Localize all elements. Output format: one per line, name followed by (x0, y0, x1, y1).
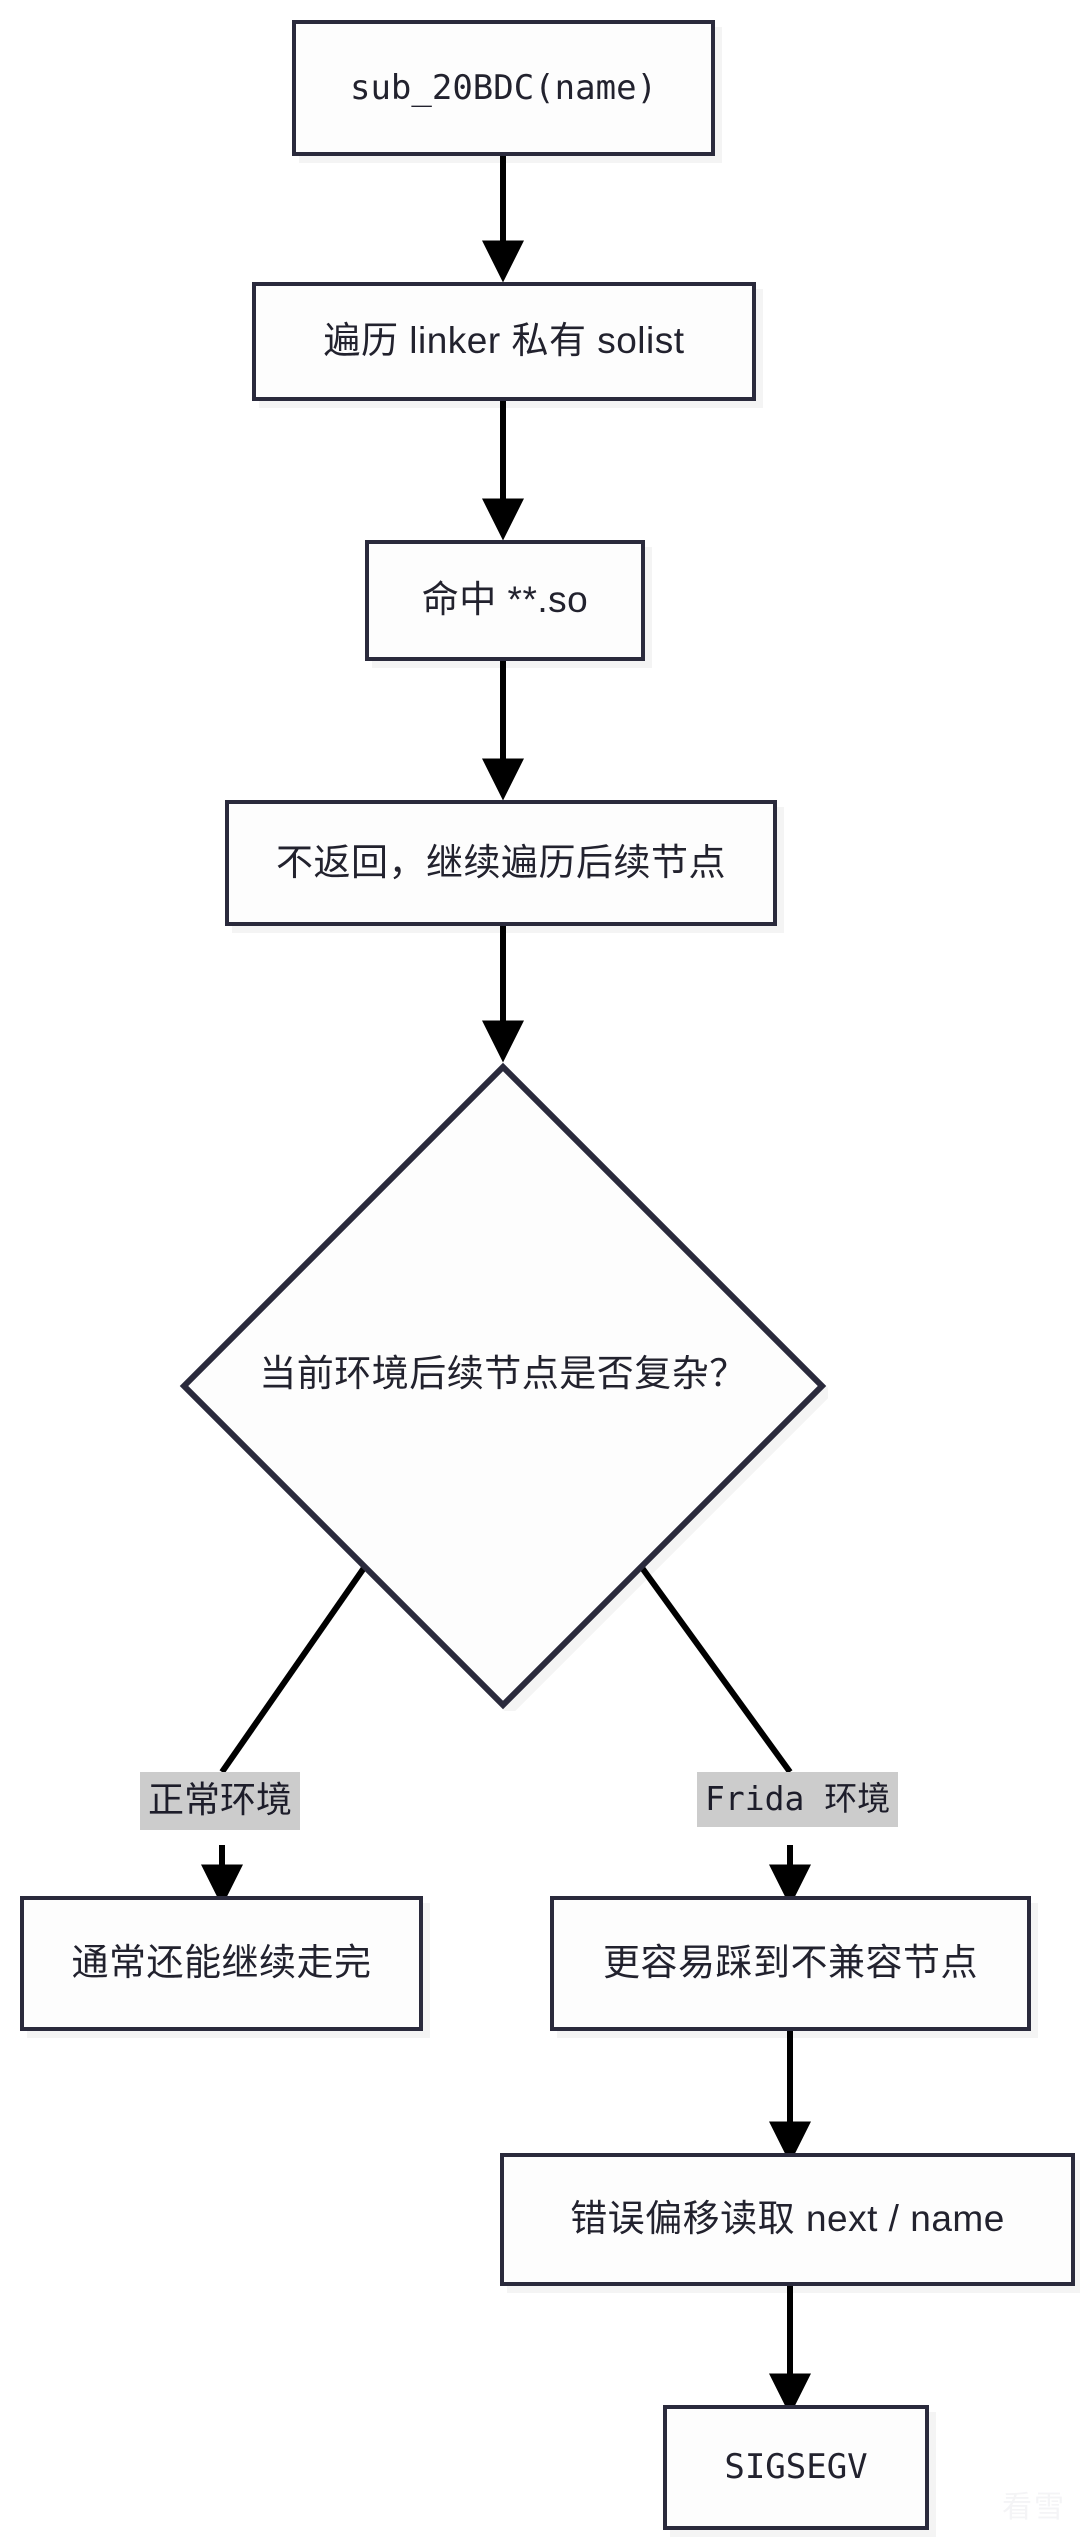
node-label: 当前环境后续节点是否复杂？ (259, 1353, 747, 1394)
node-hit-so[interactable]: 命中 **.so (365, 540, 645, 661)
node-label: 通常还能继续走完 (71, 1942, 372, 1984)
node-sub-20bdc[interactable]: sub_20BDC(name) (292, 20, 715, 156)
edge-label-text: 正常环境 (148, 1779, 293, 1820)
node-label: 不返回，继续遍历后续节点 (276, 841, 726, 883)
node-label: SIGSEGV (724, 2447, 868, 2488)
node-continue-traverse[interactable]: 不返回，继续遍历后续节点 (225, 800, 777, 926)
node-incompatible-node[interactable]: 更容易踩到不兼容节点 (550, 1896, 1031, 2031)
edge-label-text: Frida 环境 (705, 1779, 891, 1818)
node-label: sub_20BDC(name) (349, 67, 658, 108)
edge-label-frida-env: Frida 环境 (697, 1772, 899, 1827)
node-traverse-solist[interactable]: 遍历 linker 私有 solist (252, 282, 756, 401)
edge-label-normal-env: 正常环境 (140, 1772, 301, 1830)
node-bad-offset-read[interactable]: 错误偏移读取 next / name (500, 2153, 1075, 2286)
node-decision-complexity[interactable]: 当前环境后续节点是否复杂？ (178, 1061, 828, 1711)
node-label: 命中 **.so (421, 579, 589, 621)
node-normal-complete[interactable]: 通常还能继续走完 (20, 1896, 423, 2031)
watermark: 看雪 (1002, 2491, 1066, 2524)
node-label: 更容易踩到不兼容节点 (603, 1942, 978, 1984)
diamond-shape (179, 1062, 827, 1710)
node-label: 错误偏移读取 next / name (570, 2198, 1005, 2240)
node-sigsegv[interactable]: SIGSEGV (663, 2405, 929, 2530)
node-label: 遍历 linker 私有 solist (323, 320, 685, 362)
